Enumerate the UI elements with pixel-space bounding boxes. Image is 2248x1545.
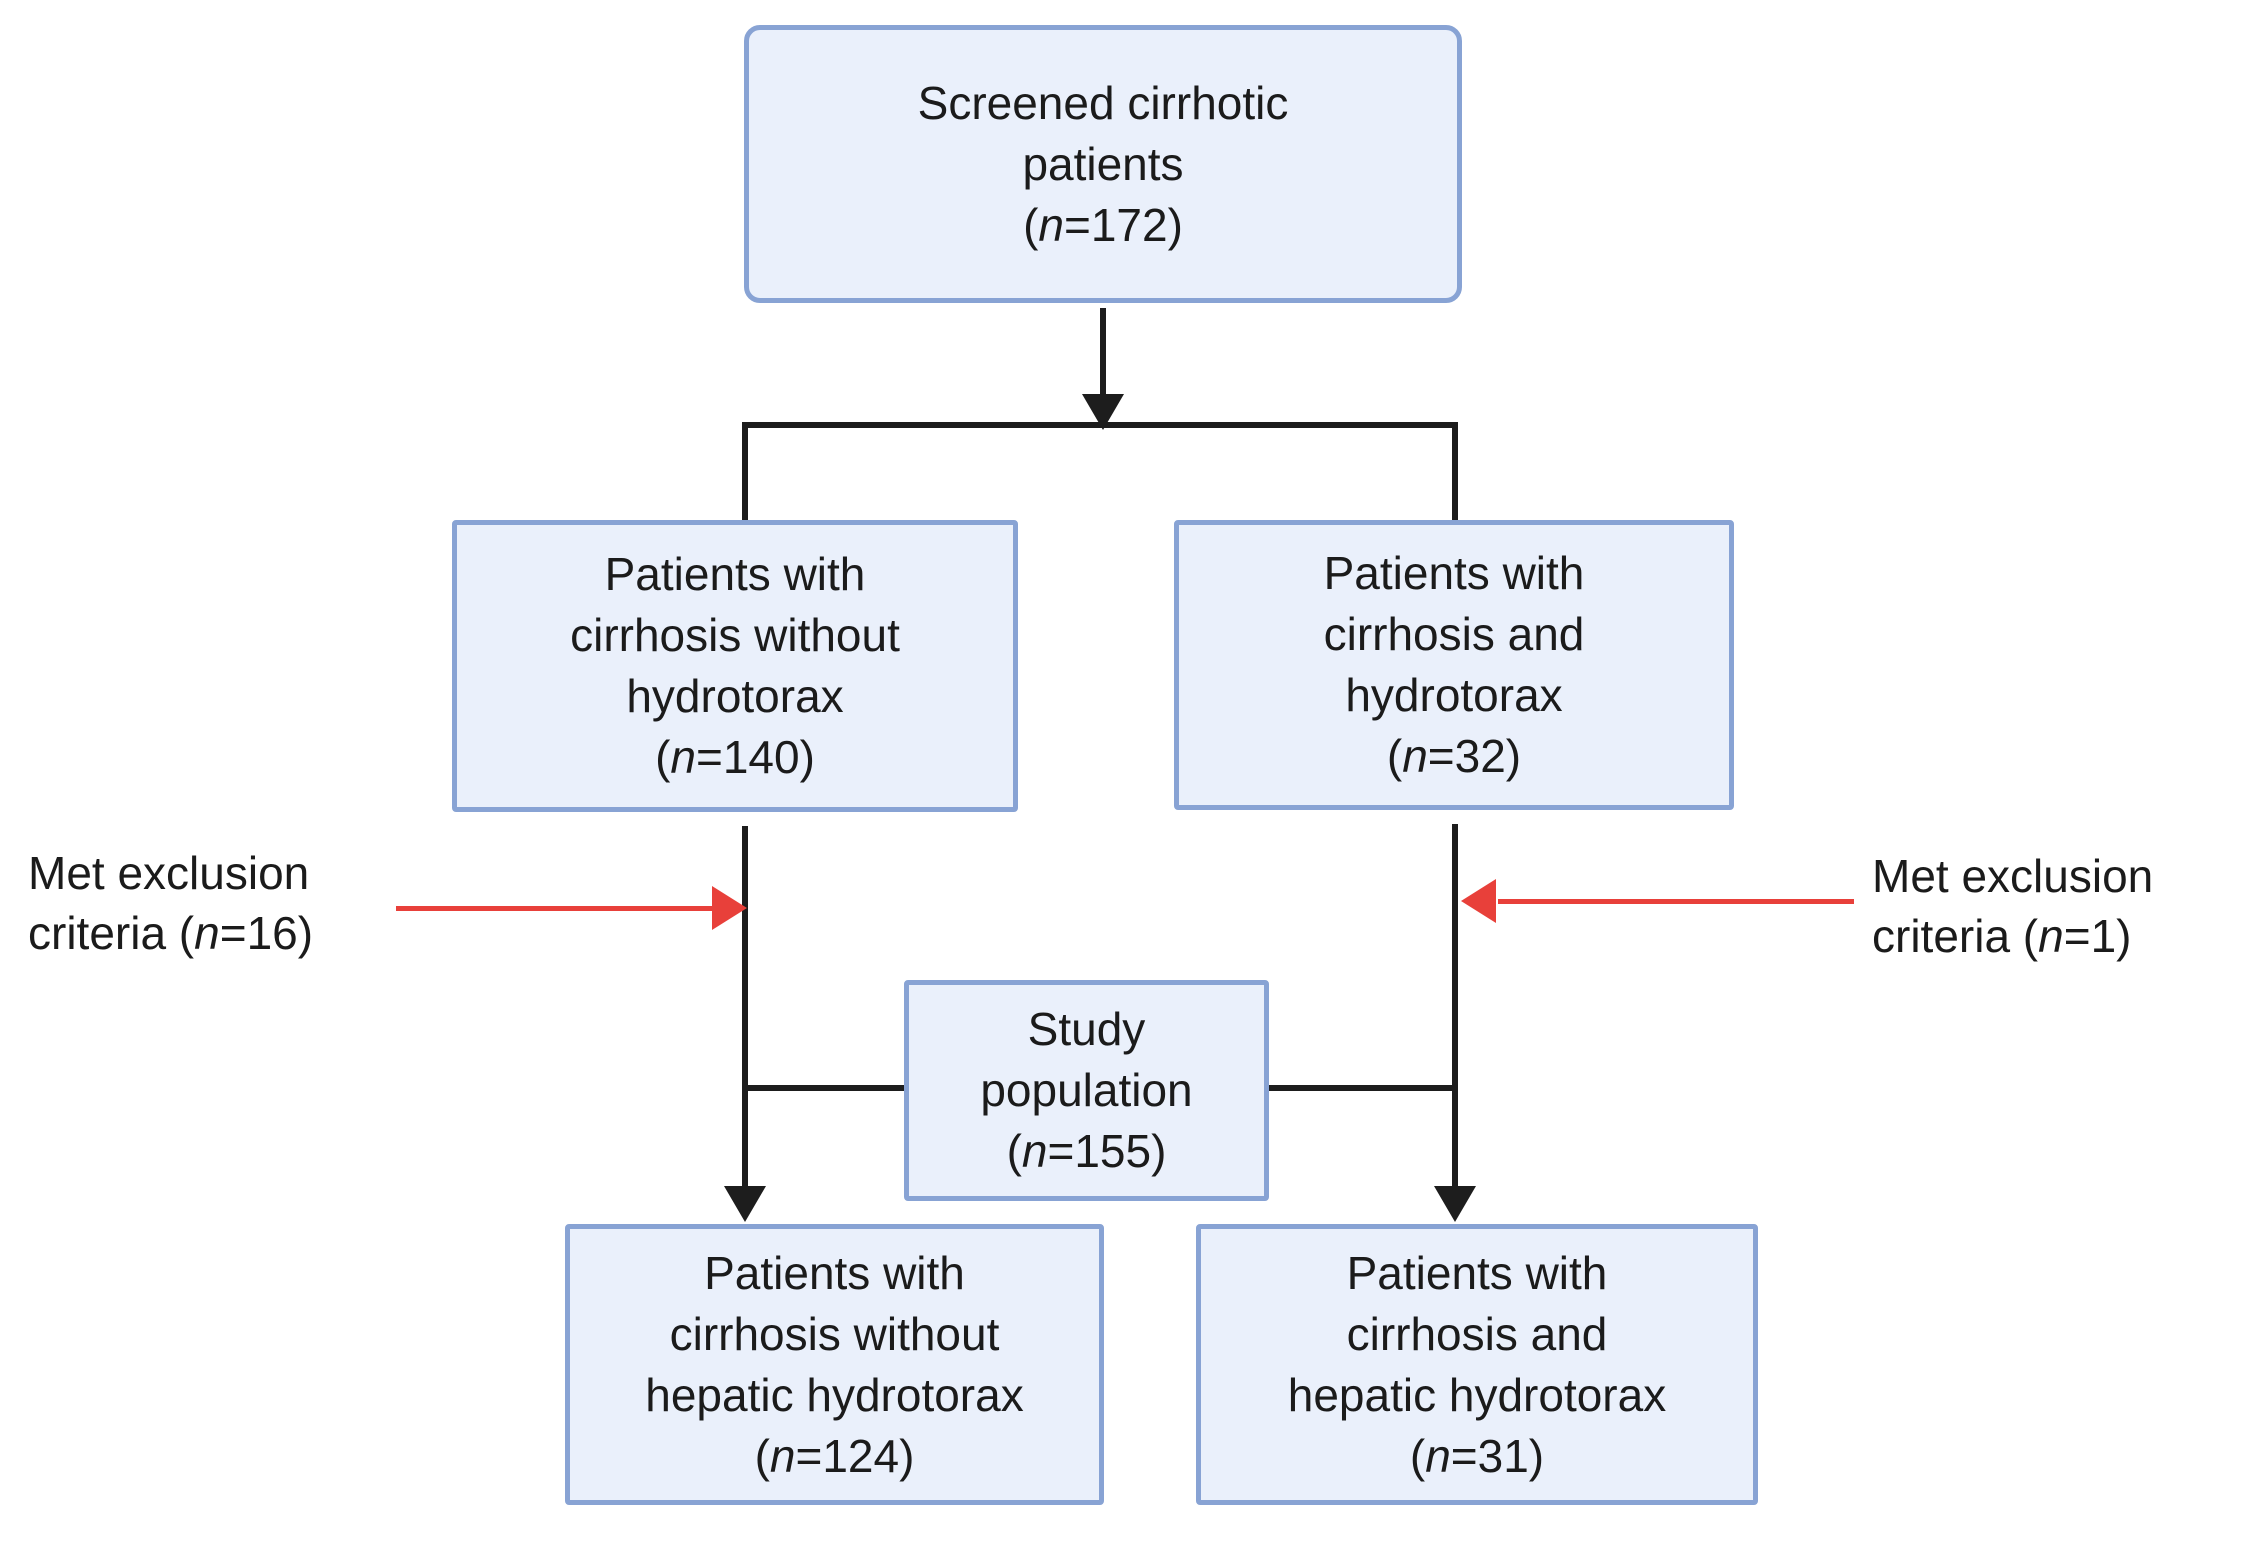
arrowhead-right-branch — [1434, 1186, 1476, 1222]
box-text-line: Screened cirrhotic — [917, 76, 1289, 129]
exclusion-arrowhead-left — [712, 886, 747, 930]
box-text-line: Patients with — [1346, 1246, 1608, 1299]
box-text-line: patients — [1022, 137, 1184, 190]
box-text-line: Patients with — [704, 1246, 965, 1299]
arrowhead-left-branch — [724, 1186, 766, 1222]
connector-study-left — [745, 1085, 907, 1091]
box-text-line: hydrotorax — [1345, 669, 1563, 721]
box-count-line: (n=155) — [1006, 1125, 1167, 1177]
side-label-line: Met exclusion — [1872, 850, 2154, 902]
box-final-with-hepatic-hydrotorax: Patients with cirrhosis and hepatic hydr… — [1196, 1224, 1758, 1505]
box-text-line: cirrhosis and — [1346, 1307, 1608, 1360]
connector-left-stub — [742, 425, 748, 522]
box-text-line: Patients with — [604, 548, 866, 600]
box-cirrhosis-without-hydrotorax: Patients with cirrhosis without hydrotor… — [452, 520, 1018, 812]
box-text-line: cirrhosis without — [570, 609, 900, 661]
side-label-line: Met exclusion — [28, 847, 310, 899]
box-final-without-hepatic-hydrotorax: Patients with cirrhosis without hepatic … — [565, 1224, 1104, 1505]
box-text-line: hydrotorax — [626, 670, 844, 722]
box-text-line: cirrhosis without — [669, 1307, 1000, 1360]
box-screened-patients: Screened cirrhotic patients (n=172) — [744, 25, 1462, 303]
connector-study-right — [1266, 1085, 1458, 1091]
box-count-line: (n=140) — [655, 731, 815, 783]
box-cirrhosis-with-hydrotorax: Patients with cirrhosis and hydrotorax (… — [1174, 520, 1734, 810]
box-text-line: Patients with — [1323, 547, 1585, 599]
exclusion-arrowhead-right — [1461, 879, 1496, 923]
connector-right-vertical — [1452, 824, 1458, 1190]
connector-right-stub — [1452, 425, 1458, 522]
box-count-line: (n=31) — [1409, 1429, 1545, 1482]
box-text-line: cirrhosis and — [1323, 608, 1585, 660]
side-label-line: criteria (n=1) — [1872, 910, 2132, 962]
side-label-line: criteria (n=16) — [28, 907, 314, 959]
box-text-line: hepatic hydrotorax — [1287, 1368, 1667, 1421]
exclusion-arrow-right-line — [1498, 899, 1854, 904]
connector-left-vertical — [742, 826, 748, 1190]
box-text-line: hepatic hydrotorax — [645, 1368, 1024, 1421]
box-study-population: Study population (n=155) — [904, 980, 1269, 1201]
box-text-line: population — [980, 1064, 1193, 1116]
label-exclusion-right: Met exclusion criteria (n=1) — [1872, 846, 2153, 966]
box-count-line: (n=172) — [1023, 198, 1183, 251]
exclusion-arrow-left-line — [396, 906, 714, 911]
label-exclusion-left: Met exclusion criteria (n=16) — [28, 843, 313, 963]
connector-top-vertical — [1100, 308, 1106, 398]
box-count-line: (n=32) — [1386, 730, 1522, 782]
box-text-line: Study — [1027, 1003, 1146, 1055]
box-count-line: (n=124) — [754, 1429, 915, 1482]
connector-split-horizontal — [742, 422, 1458, 428]
